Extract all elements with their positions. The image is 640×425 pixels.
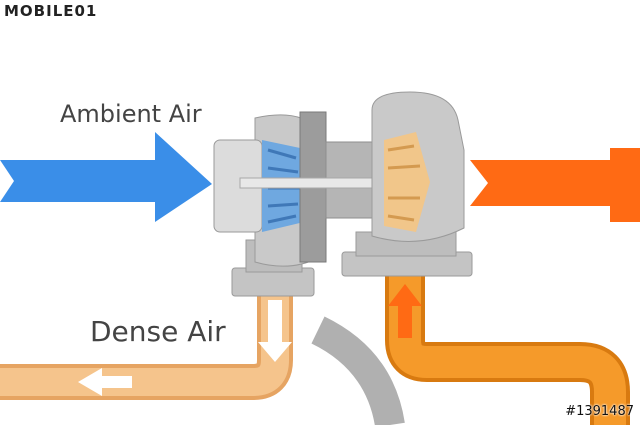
turbo-shaft: [239, 177, 391, 189]
mobile01-logo: MOBILE01: [4, 2, 98, 20]
exhaust-out-arrow: [470, 148, 640, 222]
ambient-air-arrow-notch: [0, 160, 14, 202]
ambient-air-arrow: [0, 132, 212, 222]
image-id-watermark: #1391487: [565, 404, 634, 419]
turbine-wheel: [384, 132, 430, 232]
dense-air-down-arrow: [258, 300, 292, 362]
background-pipe: [311, 316, 405, 425]
dense-air-left-arrow: [78, 368, 132, 396]
turbine-blades: [387, 144, 421, 222]
ambient-air-label: Ambient Air: [60, 100, 202, 128]
exhaust-pipe: [389, 275, 626, 425]
exhaust-up-arrow: [388, 284, 422, 338]
dense-air-label: Dense Air: [90, 315, 226, 348]
